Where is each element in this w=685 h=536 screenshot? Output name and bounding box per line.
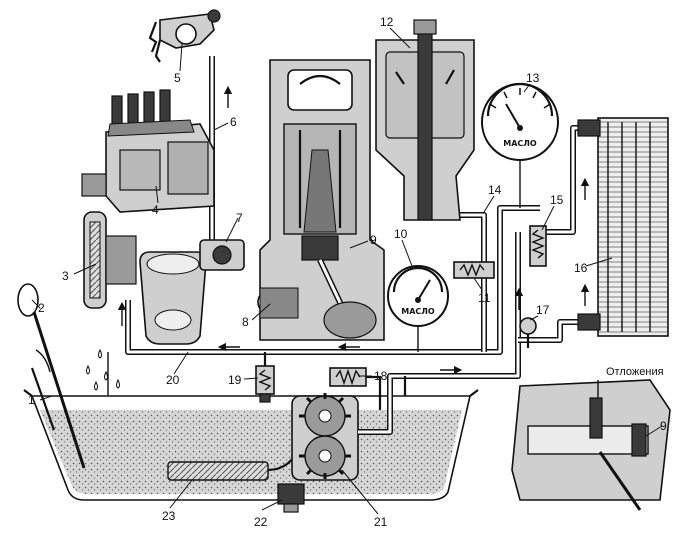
callout-13: 13: [526, 71, 540, 85]
deposits-inset: Отложения: [511, 366, 671, 511]
drain-cock-17: [519, 317, 537, 348]
callout-5: 5: [174, 71, 181, 85]
radiator-valve-15: [529, 225, 547, 267]
flow-arrows: [117, 85, 590, 375]
drive-coupling: [83, 211, 137, 309]
gauge-mid-label: МАСЛО: [401, 307, 435, 316]
callout-labels: 1 2 3 4 5 6 7 8 9 10 11 12 13 14 15 16 1…: [28, 15, 667, 529]
leader-lines: [31, 27, 663, 515]
callout-3: 3: [62, 269, 69, 283]
oil-pressure-gauge-top: МАСЛО: [481, 82, 559, 208]
callout-12: 12: [380, 15, 394, 29]
engine-cylinder: [257, 59, 385, 341]
callout-16: 16: [574, 261, 588, 275]
callout-10: 10: [394, 227, 408, 241]
callout-14: 14: [488, 183, 502, 197]
oil-pressure-gauge-mid: МАСЛО: [387, 265, 449, 352]
callout-8: 8: [242, 315, 249, 329]
callout-21: 21: [374, 515, 388, 529]
oil-radiator: [577, 117, 669, 337]
callout-7: 7: [236, 211, 243, 225]
oil-pump: [291, 393, 359, 481]
callout-4: 4: [152, 203, 159, 217]
pressure-valve-11: [453, 261, 495, 279]
centrifugal-oil-filter: [375, 19, 475, 221]
callout-20: 20: [166, 373, 180, 387]
callout-11: 11: [478, 291, 491, 305]
callout-15: 15: [550, 193, 564, 207]
tee-fitting: [199, 239, 245, 271]
callout-6: 6: [230, 115, 237, 129]
callout-19: 19: [228, 373, 242, 387]
callout-2: 2: [38, 301, 45, 315]
deposits-caption: Отложения: [606, 366, 664, 378]
oil-sump: [23, 389, 479, 501]
injection-pump: [81, 89, 215, 213]
relief-valve-pump: [329, 367, 382, 410]
callout-9-inset: 9: [660, 419, 667, 433]
callout-1: 1: [28, 393, 35, 407]
rocker-arm: [148, 9, 221, 63]
callout-9: 9: [370, 233, 377, 247]
callout-22: 22: [254, 515, 268, 529]
callout-17: 17: [536, 303, 550, 317]
drain-plug: [277, 483, 305, 513]
callout-23: 23: [162, 509, 176, 523]
callout-18: 18: [374, 369, 388, 383]
oil-cleaner-housing: [139, 251, 207, 345]
gauge-top-label: МАСЛО: [503, 139, 537, 148]
